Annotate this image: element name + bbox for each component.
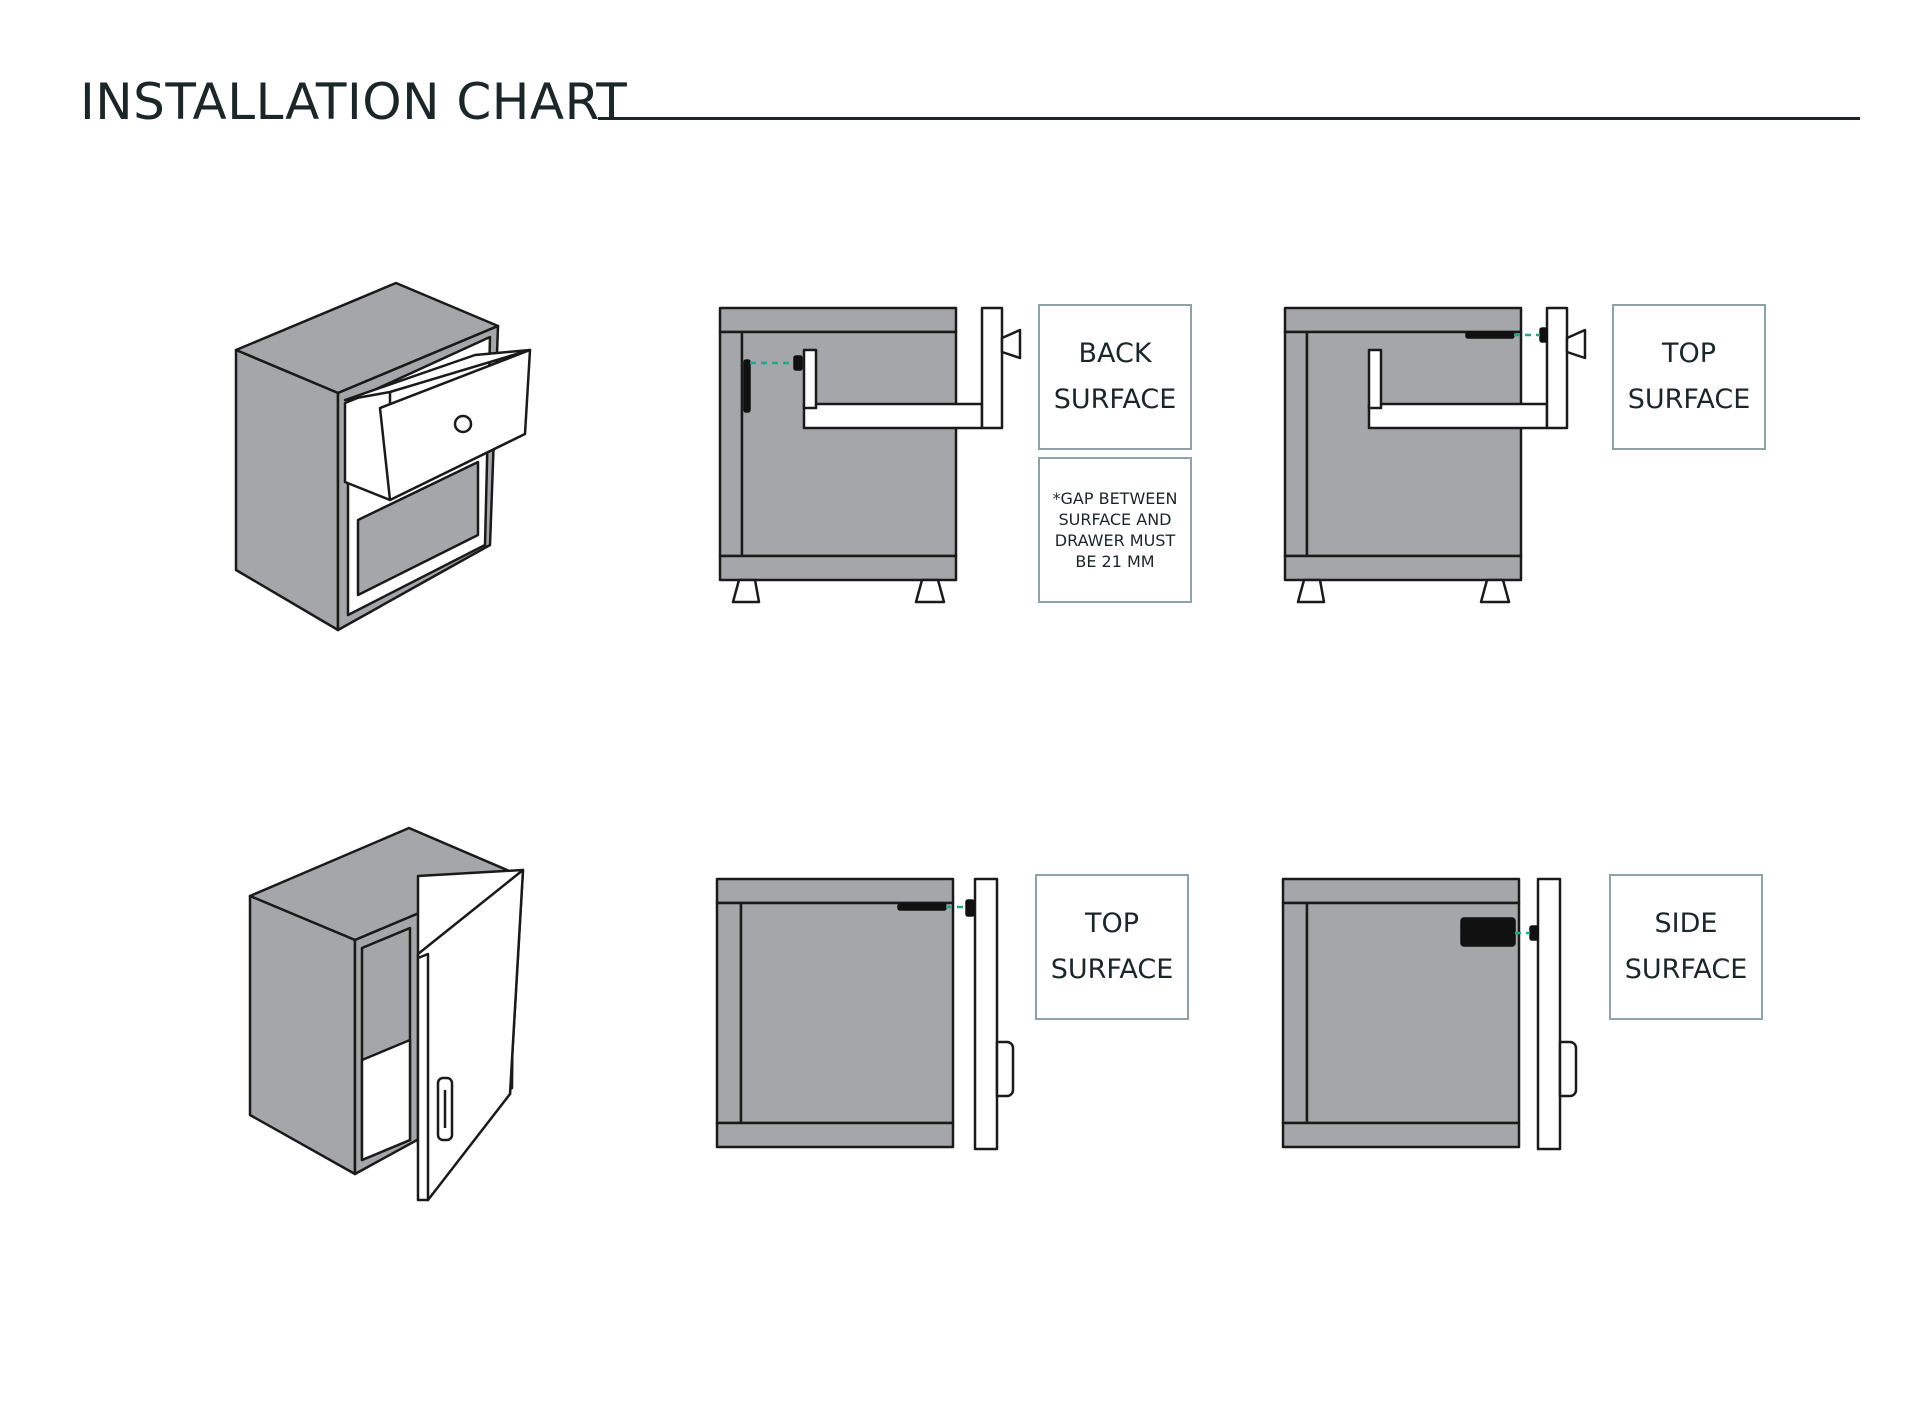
label-back-surface-line-1: BACK — [1078, 338, 1152, 369]
label-top-surface-drawer-line-1: TOP — [1661, 338, 1717, 369]
label-top-surface-door-line-1: TOP — [1084, 908, 1140, 939]
door-side-view-top — [715, 877, 1015, 1151]
label-top-surface-drawer-line-2: SURFACE — [1627, 384, 1751, 415]
label-top-surface-door-line-2: SURFACE — [1050, 954, 1174, 985]
drawer-cabinet-iso — [234, 281, 532, 632]
gap-note: *GAP BETWEEN SURFACE AND DRAWER MUST BE … — [1038, 457, 1192, 603]
label-back-surface: BACK SURFACE — [1038, 304, 1192, 450]
label-side-surface: SIDE SURFACE — [1609, 874, 1763, 1020]
door-side-view-side — [1281, 877, 1578, 1151]
drawer-side-view-top — [1283, 306, 1587, 604]
label-side-surface-line-2: SURFACE — [1624, 954, 1748, 985]
label-back-surface-line-2: SURFACE — [1053, 384, 1177, 415]
label-top-surface-drawer: TOP SURFACE — [1612, 304, 1766, 450]
drawer-side-view-back — [718, 306, 1022, 604]
title-rule — [598, 117, 1860, 120]
door-cabinet-iso — [248, 826, 525, 1202]
label-top-surface-door: TOP SURFACE — [1035, 874, 1189, 1020]
page-title: INSTALLATION CHART — [80, 73, 628, 131]
label-side-surface-line-1: SIDE — [1654, 908, 1718, 939]
